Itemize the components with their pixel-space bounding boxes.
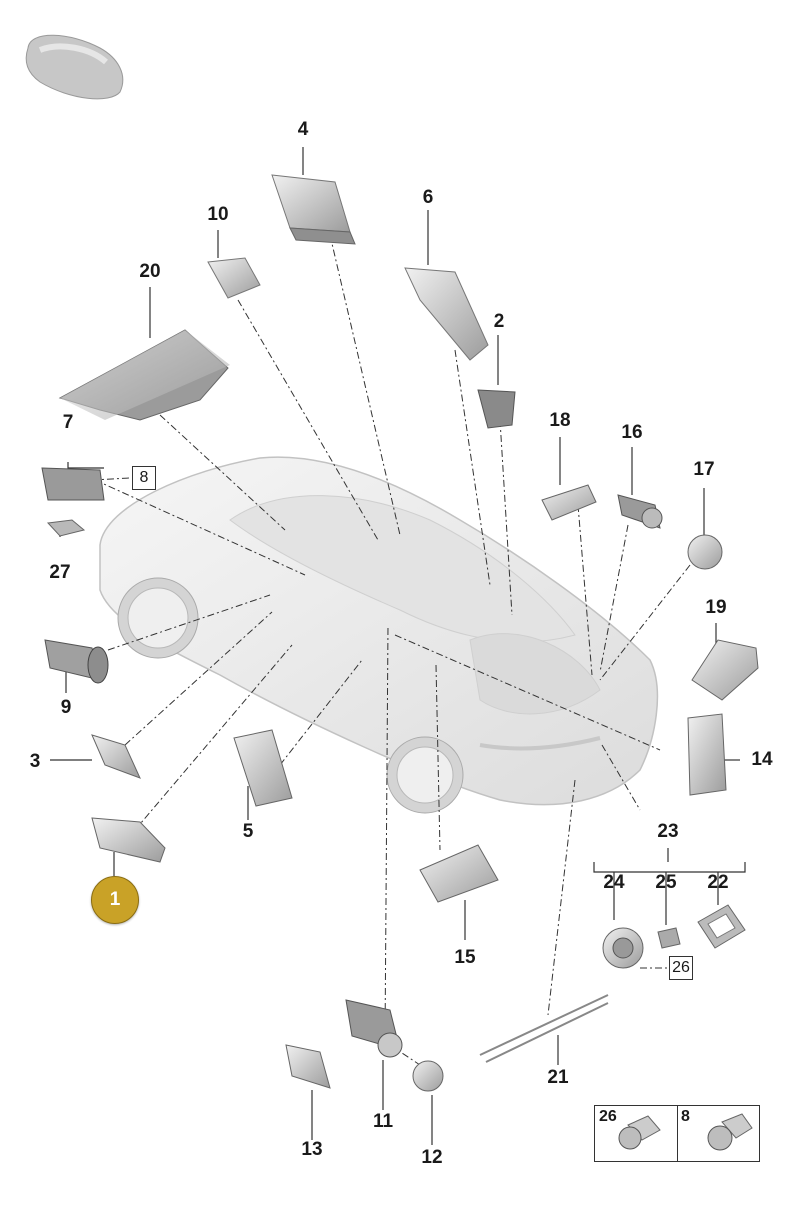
- legend-left-number: 26: [599, 1108, 617, 1125]
- legend-divider: [677, 1106, 678, 1161]
- part-4-dome-light: [271, 174, 356, 245]
- callout-13[interactable]: 13: [301, 1139, 323, 1160]
- part-13-socket: [285, 1044, 331, 1089]
- vehicle-thumbnail: [25, 34, 124, 100]
- legend-bolt-26: [618, 1115, 661, 1150]
- part-14-unit: [687, 713, 727, 796]
- callout-4[interactable]: 4: [297, 119, 309, 140]
- part-19-lamp: [691, 639, 759, 701]
- legend-right-number: 8: [681, 1108, 690, 1125]
- callout-12[interactable]: 12: [421, 1147, 443, 1168]
- part-18-handle-light: [541, 484, 597, 521]
- part-2-switch: [477, 389, 516, 429]
- callout-2[interactable]: 2: [493, 311, 505, 332]
- part-24-holder: [602, 927, 644, 969]
- part-9-socket: [44, 639, 109, 684]
- callout-21[interactable]: 21: [547, 1067, 569, 1088]
- part-6-light-panel: [404, 267, 489, 361]
- callout-25[interactable]: 25: [655, 872, 677, 893]
- callout-18[interactable]: 18: [549, 410, 571, 431]
- part-5-module: [233, 729, 293, 807]
- part-25-cap: [657, 927, 681, 949]
- legend-bolt-8: [707, 1113, 753, 1151]
- callout-3[interactable]: 3: [29, 751, 41, 772]
- callout-7[interactable]: 7: [62, 412, 74, 433]
- callout-9[interactable]: 9: [60, 697, 72, 718]
- callout-5[interactable]: 5: [242, 821, 254, 842]
- callout-19[interactable]: 19: [705, 597, 727, 618]
- callout-23[interactable]: 23: [657, 821, 679, 842]
- part-21-strip: [479, 994, 609, 1063]
- highlighted-part-badge[interactable]: 1: [91, 876, 139, 924]
- part-27-clip: [46, 519, 86, 537]
- callout-10[interactable]: 10: [207, 204, 229, 225]
- callout-22[interactable]: 22: [707, 872, 729, 893]
- dash-lines: [91, 234, 691, 1066]
- part-22-frame: [697, 904, 746, 949]
- callout-16[interactable]: 16: [621, 422, 643, 443]
- part-17-cap: [687, 534, 723, 570]
- callout-27[interactable]: 27: [49, 562, 71, 583]
- callout-11[interactable]: 11: [372, 1111, 394, 1132]
- part-7-connector: [41, 467, 105, 501]
- callout-20[interactable]: 20: [139, 261, 161, 282]
- boxed-ref-8[interactable]: 8: [132, 466, 156, 490]
- callout-15[interactable]: 15: [454, 947, 476, 968]
- part-1-switch-panel: [91, 817, 166, 863]
- part-11-socket: [345, 999, 403, 1058]
- part-12-cap: [412, 1060, 444, 1092]
- part-16-socket: [617, 494, 663, 529]
- part-10-module: [207, 257, 261, 299]
- part-3-light: [91, 734, 141, 779]
- boxed-ref-26[interactable]: 26: [669, 956, 693, 980]
- callout-24[interactable]: 24: [603, 872, 625, 893]
- callout-6[interactable]: 6: [422, 187, 434, 208]
- callout-17[interactable]: 17: [693, 459, 715, 480]
- part-20-cover: [58, 329, 230, 421]
- part-15-control-unit: [419, 844, 499, 903]
- callout-14[interactable]: 14: [751, 749, 773, 770]
- fastener-legend: 26 8: [594, 1105, 760, 1162]
- vehicle-body: [99, 456, 659, 814]
